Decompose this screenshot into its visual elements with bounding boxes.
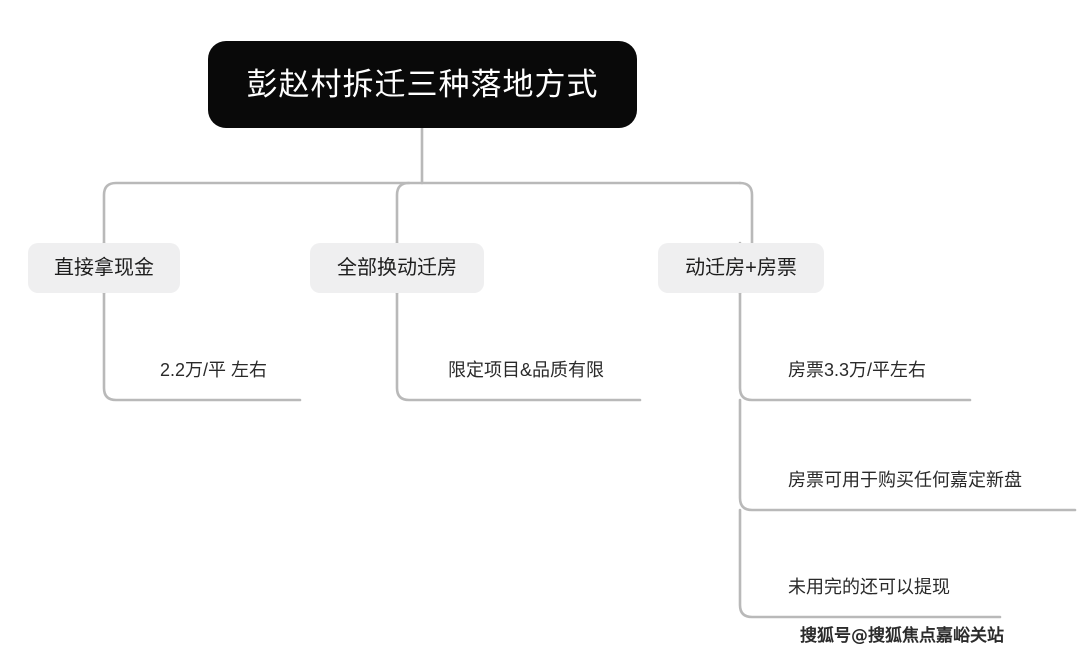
watermark: 搜狐号@搜狐焦点嘉峪关站 bbox=[800, 626, 1004, 646]
branch-node-mixed-label: 动迁房+房票 bbox=[685, 257, 797, 279]
connector-cash-leaf-1 bbox=[102, 291, 302, 402]
connector-mixed-leaf-3 bbox=[738, 508, 1002, 619]
root-node-label: 彭赵村拆迁三种落地方式 bbox=[246, 67, 599, 102]
leaf-label-cash-1: 2.2万/平 左右 bbox=[160, 360, 268, 380]
leaf-label-mixed-1: 房票3.3万/平左右 bbox=[788, 360, 927, 380]
branch-node-mixed[interactable]: 动迁房+房票 bbox=[658, 243, 824, 293]
connector-bar-middle bbox=[395, 181, 411, 245]
connector-mixed-leaf-1 bbox=[738, 291, 972, 402]
branch-node-housing[interactable]: 全部换动迁房 bbox=[310, 243, 484, 293]
branch-node-housing-label: 全部换动迁房 bbox=[337, 257, 457, 279]
connector-bar-right bbox=[738, 181, 754, 245]
connector-mixed-leaf-2 bbox=[738, 398, 1077, 512]
leaf-label-mixed-2: 房票可用于购买任何嘉定新盘 bbox=[788, 470, 1022, 490]
root-node[interactable]: 彭赵村拆迁三种落地方式 bbox=[208, 41, 637, 128]
leaf-label-housing-1: 限定项目&品质有限 bbox=[448, 360, 605, 380]
branch-node-cash[interactable]: 直接拿现金 bbox=[28, 243, 180, 293]
connector-housing-leaf-1 bbox=[395, 291, 642, 402]
leaf-label-mixed-3: 未用完的还可以提现 bbox=[788, 577, 950, 597]
branch-node-cash-label: 直接拿现金 bbox=[54, 257, 154, 279]
connector-bar-left bbox=[102, 181, 742, 245]
